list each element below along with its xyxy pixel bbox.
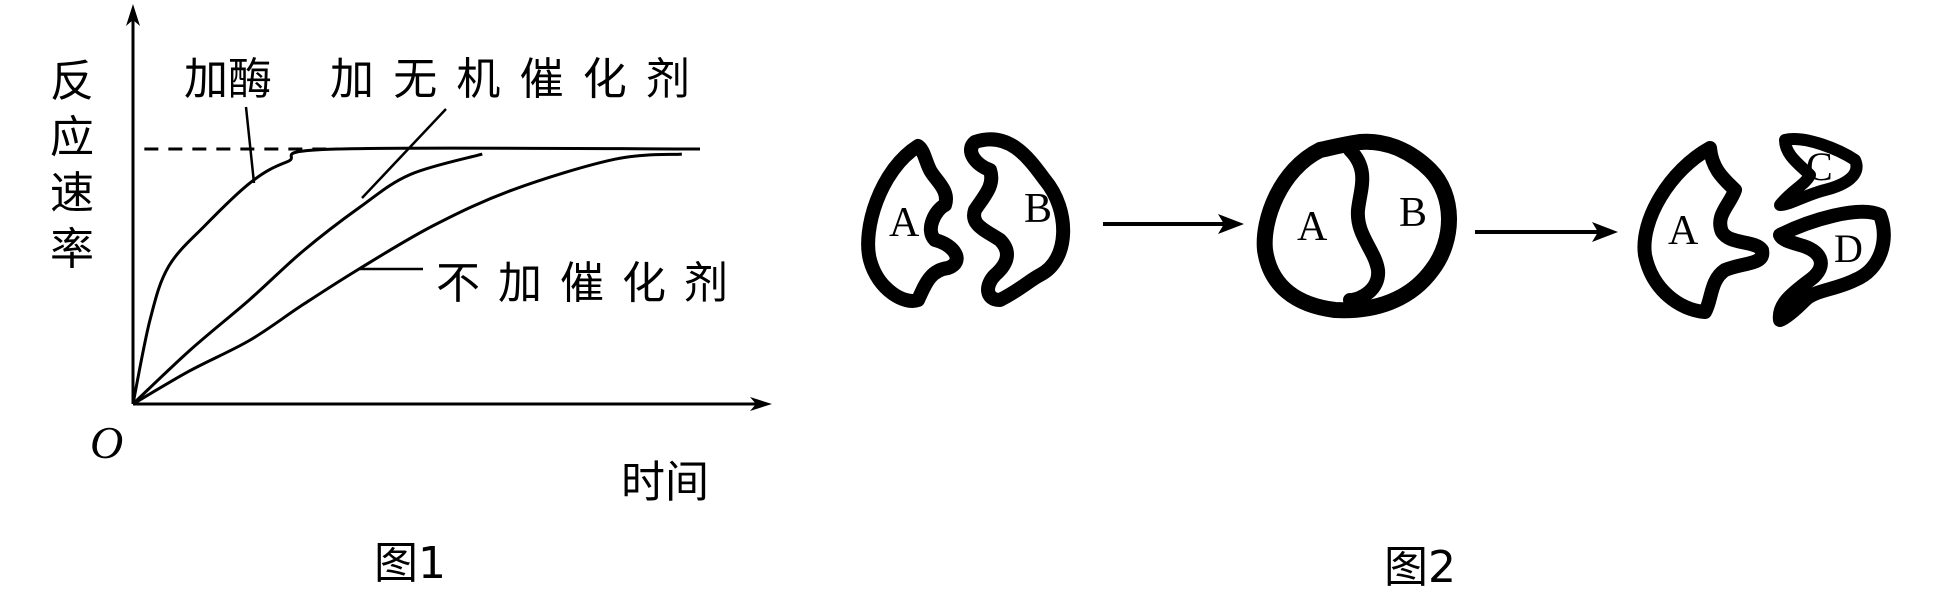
chromosome-d-outline — [1772, 204, 1891, 327]
cell-2-outline — [1256, 133, 1457, 319]
stage-2-cell: A B — [1256, 133, 1457, 319]
series-line-inorganic-catalyst — [131, 152, 483, 406]
x-axis-label: 时间 — [621, 457, 709, 508]
figure-1-reaction-rate-chart: 反 应 速 率 加酶 加无机催化剂 不加催化剂 O 时间 图1 — [50, 4, 772, 589]
chromosome-a-outline — [1637, 141, 1770, 319]
figure-1-caption: 图1 — [374, 538, 446, 589]
inorganic-leader-line — [361, 108, 447, 199]
label-a: A — [1668, 208, 1699, 254]
enzyme-leader-line — [244, 106, 256, 184]
stage-3-cell: A C D — [1637, 133, 1891, 327]
figure-2-chromosome-diagram: A B A B A C D 图2 — [861, 132, 1891, 593]
y-axis-arrow-icon — [126, 4, 140, 26]
y-label-char: 应 — [50, 112, 94, 163]
y-label-char: 率 — [50, 224, 94, 275]
inorganic-catalyst-label: 加无机催化剂 — [330, 54, 690, 105]
label-a: A — [1297, 204, 1328, 250]
label-b: B — [1024, 186, 1052, 232]
label-b: B — [1399, 190, 1427, 236]
arrow-2-icon — [1592, 222, 1618, 242]
no-catalyst-label: 不加催化剂 — [436, 258, 728, 309]
series-layer — [131, 146, 701, 406]
figure-2-caption: 图2 — [1384, 542, 1456, 593]
chromosome-pairing-region — [1343, 143, 1386, 307]
label-d: D — [1834, 226, 1863, 271]
series-line-no-catalyst — [132, 152, 682, 406]
y-label-char: 速 — [50, 168, 94, 219]
enzyme-label: 加酶 — [184, 54, 272, 105]
chromosome-b-outline — [964, 132, 1071, 307]
arrow-1-icon — [1218, 214, 1244, 234]
chromosome-c-outline — [1774, 133, 1863, 211]
stage-1-cell: A B — [861, 132, 1071, 308]
origin-label: O — [90, 417, 123, 468]
label-a: A — [889, 200, 920, 246]
series-line-enzyme — [131, 146, 701, 405]
x-axis-arrow-icon — [750, 397, 772, 411]
chromosome-a-outline — [861, 139, 964, 308]
y-label-char: 反 — [50, 56, 94, 107]
label-c: C — [1806, 144, 1833, 189]
